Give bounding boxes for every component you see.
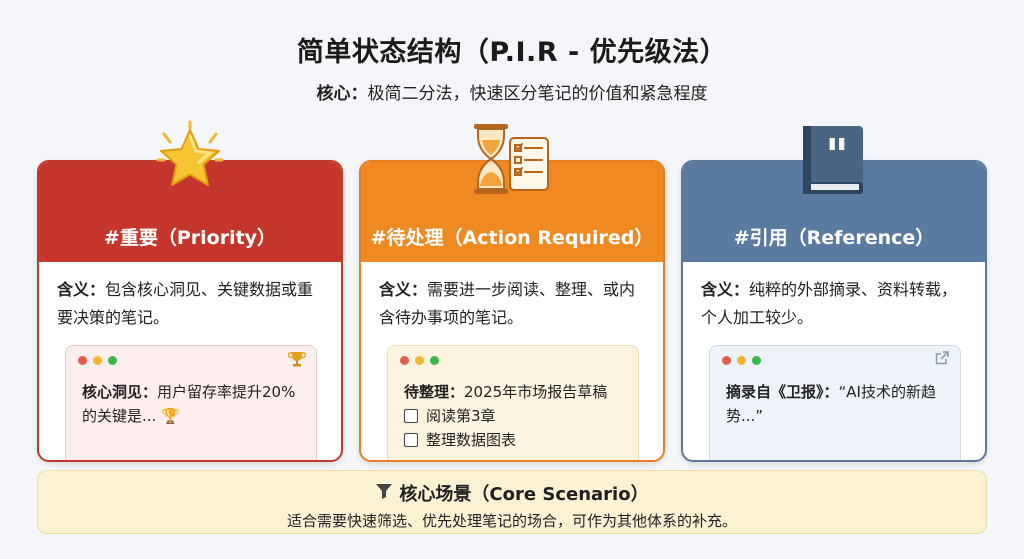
- hourglass-checklist-icon: [470, 120, 550, 200]
- window-dots: [388, 346, 638, 372]
- checkbox[interactable]: [404, 433, 418, 447]
- external-link-icon[interactable]: [934, 350, 950, 370]
- window-dots: [710, 346, 960, 372]
- card-action-desc-label: 含义：: [379, 280, 428, 299]
- checkbox[interactable]: [404, 409, 418, 423]
- card-action-desc: 含义：需要进一步阅读、整理、或内含待办事项的笔记。: [361, 262, 663, 332]
- note-text: 2025年市场报告草稿: [464, 383, 608, 401]
- card-reference-desc-label: 含义：: [701, 280, 750, 299]
- card-priority-desc: 含义：包含核心洞见、关键数据或重要决策的笔记。: [39, 262, 341, 332]
- checklist-item-label: 整理数据图表: [426, 431, 517, 449]
- maximize-dot-icon: [430, 356, 439, 365]
- page-title: 简单状态结构（P.I.R - 优先级法）: [296, 37, 728, 68]
- subtitle-label: 核心：: [316, 84, 368, 104]
- card-priority-desc-label: 含义：: [57, 280, 106, 299]
- minimize-dot-icon: [415, 356, 424, 365]
- star-icon: [150, 120, 230, 200]
- minimize-dot-icon: [93, 356, 102, 365]
- card-priority-heading: #重要（Priority）: [39, 162, 341, 262]
- close-dot-icon: [722, 356, 731, 365]
- maximize-dot-icon: [108, 356, 117, 365]
- checklist-item[interactable]: 阅读第3章: [404, 404, 624, 428]
- note-text: 用户留存率提升20%的关键是... 🏆: [82, 383, 296, 425]
- note-label: 核心洞见：: [82, 383, 158, 401]
- checklist-item[interactable]: 整理数据图表: [404, 428, 624, 452]
- card-reference: #引用（Reference） 含义：纯粹的外部摘录、资料转载，个人加工较少。 摘…: [681, 160, 987, 462]
- maximize-dot-icon: [752, 356, 761, 365]
- svg-text:": ": [826, 130, 849, 181]
- quote-book-icon: ": [797, 120, 877, 200]
- card-action-required: #待处理（Action Required） 含义：需要进一步阅读、整理、或内含待…: [359, 160, 665, 462]
- minimize-dot-icon: [737, 356, 746, 365]
- close-dot-icon: [78, 356, 87, 365]
- checklist-item-label: 阅读第3章: [426, 407, 496, 425]
- card-priority-note: 核心洞见：用户留存率提升20%的关键是... 🏆: [65, 345, 317, 460]
- banner-text: 适合需要快速筛选、优先处理笔记的场合，可作为其他体系的补充。: [286, 512, 737, 530]
- card-action-desc-text: 需要进一步阅读、整理、或内含待办事项的笔记。: [379, 280, 636, 327]
- note-label: 摘录自《卫报》：: [726, 383, 839, 401]
- note-label: 待整理：: [404, 383, 465, 401]
- subtitle-text: 极简二分法，快速区分笔记的价值和紧急程度: [367, 84, 708, 104]
- core-scenario-banner: 核心场景（Core Scenario） 适合需要快速筛选、优先处理笔记的场合，可…: [37, 470, 987, 534]
- card-reference-desc-text: 纯粹的外部摘录、资料转载，个人加工较少。: [701, 280, 958, 327]
- note-text: “AI技术的新趋势...”: [726, 383, 936, 425]
- card-priority: #重要（Priority） 含义：包含核心洞见、关键数据或重要决策的笔记。 核心…: [37, 160, 343, 462]
- page-subtitle: 核心：极简二分法，快速区分笔记的价值和紧急程度: [0, 79, 1024, 104]
- close-dot-icon: [400, 356, 409, 365]
- card-priority-desc-text: 包含核心洞见、关键数据或重要决策的笔记。: [57, 280, 314, 327]
- filter-icon: [375, 482, 393, 505]
- card-action-note: 待整理：2025年市场报告草稿 阅读第3章 整理数据图表: [387, 345, 639, 460]
- card-reference-note: 摘录自《卫报》：“AI技术的新趋势...”: [709, 345, 961, 460]
- card-reference-desc: 含义：纯粹的外部摘录、资料转载，个人加工较少。: [683, 262, 985, 332]
- trophy-icon: [287, 350, 307, 372]
- banner-title: 核心场景（Core Scenario）: [399, 484, 649, 505]
- window-dots: [66, 346, 316, 372]
